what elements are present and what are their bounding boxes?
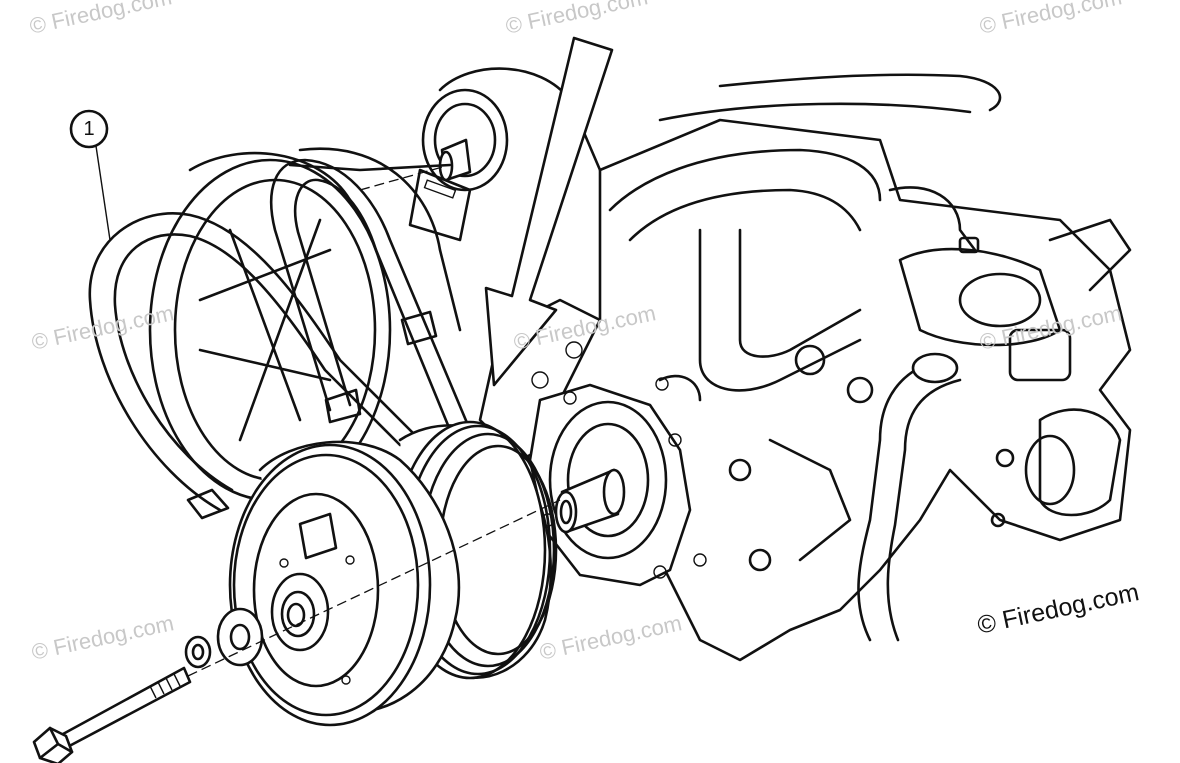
pump-shaft [554, 468, 626, 534]
flat-washer [216, 607, 264, 667]
engine-block [478, 73, 1132, 662]
mounting-bolt [32, 666, 192, 763]
lock-washer [184, 635, 212, 669]
drive-belt [88, 158, 472, 520]
callout-number: 1 [83, 118, 95, 140]
alignment-centerline [187, 499, 561, 677]
callout-1 [69, 109, 111, 241]
tensioner-pulley [228, 440, 461, 727]
direction-arrow [484, 36, 614, 387]
idler-bracket [408, 168, 472, 242]
